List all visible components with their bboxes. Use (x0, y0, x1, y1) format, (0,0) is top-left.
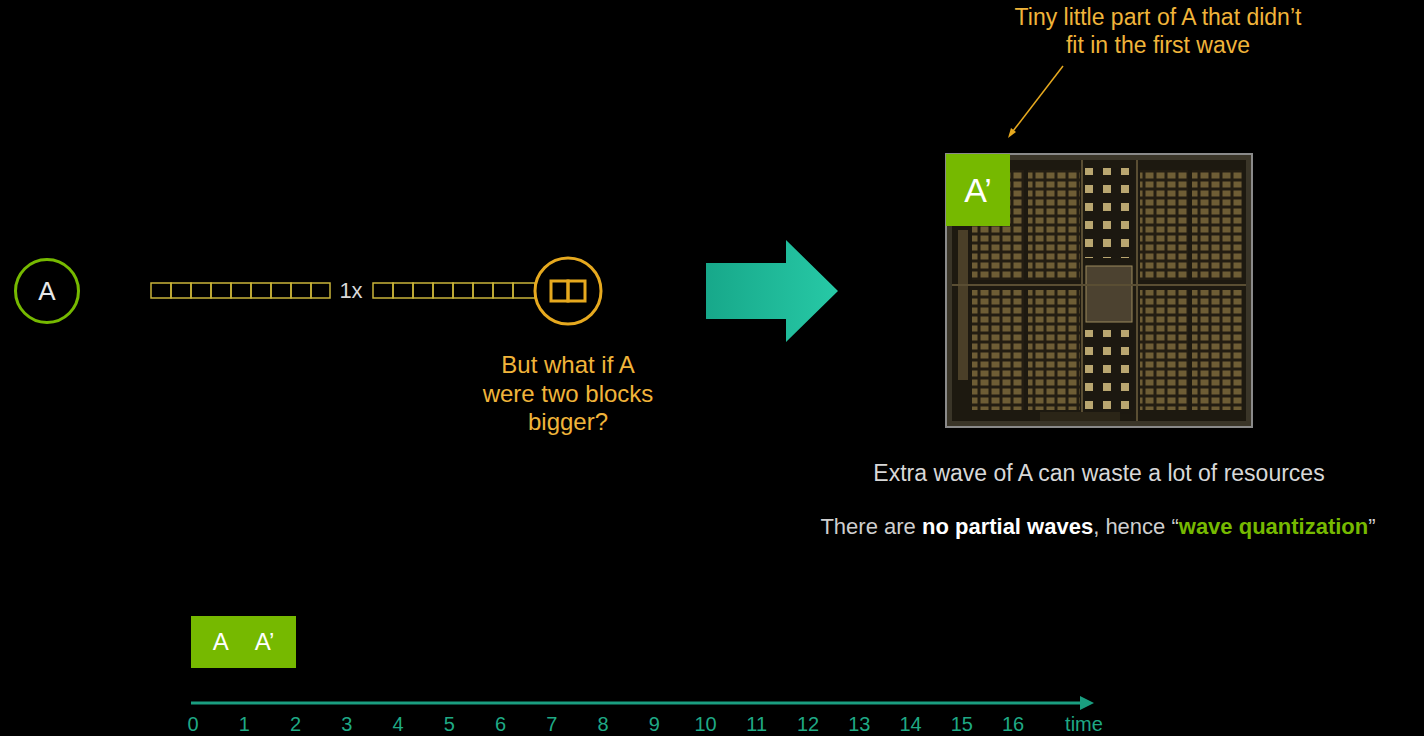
tick-label: 2 (290, 712, 301, 736)
circle-node: A (14, 258, 80, 324)
node-text: A (213, 628, 229, 656)
tick-label: 8 (597, 712, 608, 736)
time-axis (191, 702, 1082, 705)
tick-label: 16 (1002, 712, 1024, 736)
tick-label: 15 (951, 712, 973, 736)
wave-block: A’ (946, 154, 1010, 226)
gpu-die (946, 154, 1252, 427)
tick-label: 7 (546, 712, 557, 736)
note-text: Extra wave of A can waste a lot of resou… (873, 460, 1324, 488)
tick-label: 1 (239, 712, 250, 736)
multiplier: 1x (339, 278, 362, 304)
node-text: A’ (255, 628, 275, 656)
note-segment: There are (820, 514, 915, 539)
note-segment: , hence “ (1093, 514, 1179, 539)
tick-label: 14 (899, 712, 921, 736)
tick-label: 6 (495, 712, 506, 736)
tick-label: 3 (341, 712, 352, 736)
note-segment: no partial waves (922, 514, 1093, 539)
leader-arrowhead (1008, 128, 1016, 138)
note-line: There are no partial waves, hence “wave q… (820, 514, 1375, 540)
big-arrow (706, 240, 838, 342)
extra-blocks-circle (535, 258, 601, 324)
time-axis-head (1080, 696, 1094, 710)
tick-label: 9 (649, 712, 660, 736)
tick-label: 11 (746, 712, 767, 736)
leader-line (1010, 66, 1063, 135)
node-text: A (38, 276, 55, 307)
node-text: A’ (964, 171, 992, 210)
axis-title: time (1065, 712, 1103, 736)
tick-label: 0 (187, 712, 198, 736)
tick-label: 13 (848, 712, 870, 736)
tick-label: 10 (694, 712, 716, 736)
callout-text: Tiny little part of A that didn’t fit in… (1008, 4, 1308, 59)
timeline-bar: A A’ (191, 616, 296, 668)
question-text: But what if A were two blocks bigger? (477, 351, 659, 437)
note-segment: wave quantization (1179, 514, 1368, 539)
tick-label: 12 (797, 712, 819, 736)
note-segment: ” (1368, 514, 1375, 539)
tick-label: 5 (444, 712, 455, 736)
tick-label: 4 (392, 712, 403, 736)
